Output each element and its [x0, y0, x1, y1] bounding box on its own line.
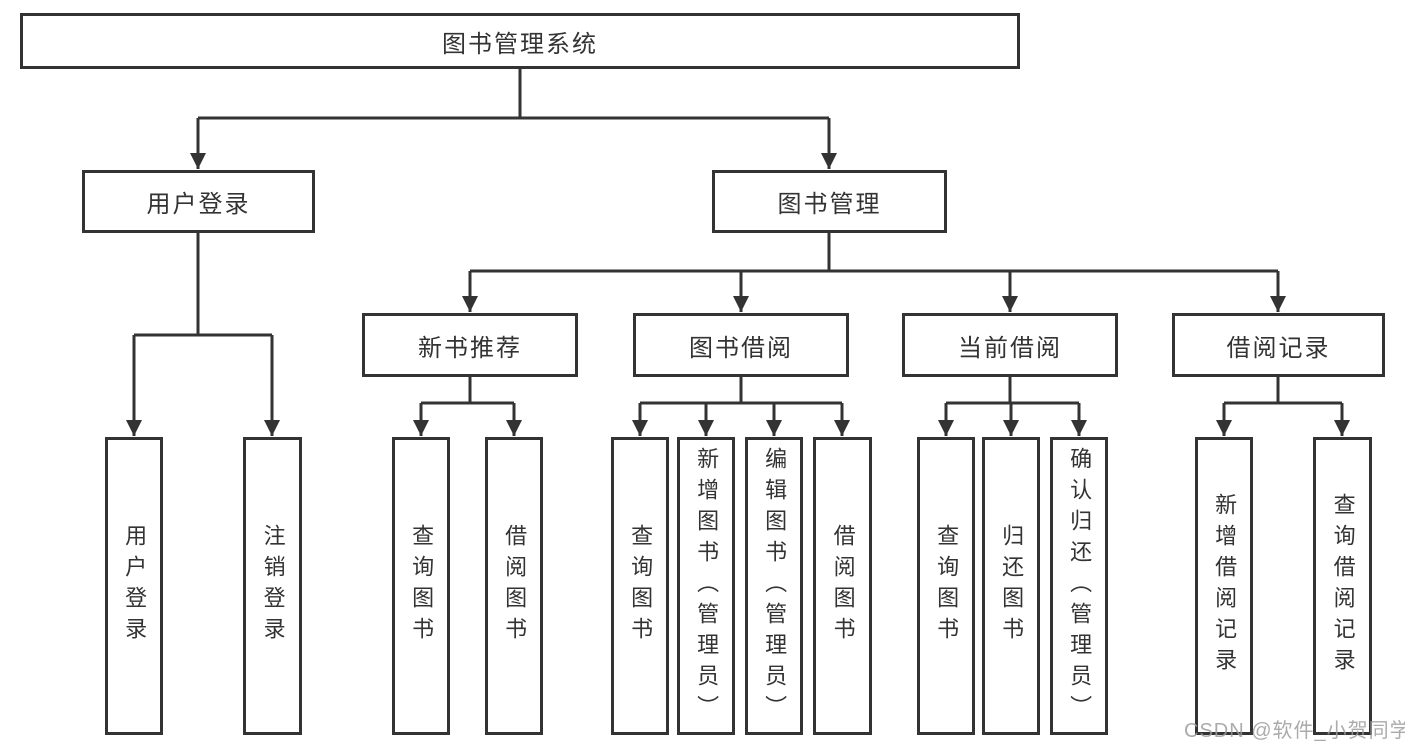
node-borrow-records: 借阅记录 — [1172, 313, 1385, 377]
leaf-return-book-label: 归还图书 — [999, 524, 1025, 648]
node-current-borrow: 当前借阅 — [902, 313, 1118, 377]
node-new-book-recommend-label: 新书推荐 — [418, 334, 522, 362]
leaf-add-borrow-record: 新增借阅记录 — [1195, 437, 1253, 735]
leaf-query-book-3: 查询图书 — [917, 437, 975, 735]
leaf-query-book-2: 查询图书 — [611, 437, 669, 735]
leaf-return-book: 归还图书 — [982, 437, 1040, 735]
node-current-borrow-label: 当前借阅 — [958, 334, 1062, 362]
node-root-system: 图书管理系统 — [20, 13, 1020, 69]
node-book-borrow-label: 图书借阅 — [689, 334, 793, 362]
leaf-borrow-book-1: 借阅图书 — [485, 437, 543, 735]
connector-arrows — [126, 118, 1350, 436]
node-book-borrow: 图书借阅 — [633, 313, 849, 377]
leaf-confirm-return-admin-label: 确认归还（管理员） — [1067, 446, 1093, 726]
leaf-edit-book-admin-label: 编辑图书（管理员） — [762, 446, 788, 726]
leaf-edit-book-admin: 编辑图书（管理员） — [745, 437, 803, 735]
node-borrow-records-label: 借阅记录 — [1226, 334, 1331, 362]
connector-rails — [126, 69, 1350, 436]
leaf-add-book-admin-label: 新增图书（管理员） — [694, 446, 720, 726]
leaf-query-borrow-record-label: 查询借阅记录 — [1330, 493, 1356, 679]
leaf-borrow-book-2-label: 借阅图书 — [830, 524, 856, 648]
leaf-confirm-return-admin: 确认归还（管理员） — [1050, 437, 1108, 735]
rail-path — [134, 69, 1342, 405]
leaf-query-borrow-record: 查询借阅记录 — [1313, 437, 1372, 735]
leaf-user-login: 用户登录 — [105, 437, 163, 735]
node-new-book-recommend: 新书推荐 — [362, 313, 578, 377]
leaf-logout: 注销登录 — [243, 437, 302, 735]
leaf-add-borrow-record-label: 新增借阅记录 — [1212, 493, 1238, 679]
leaf-query-book-2-label: 查询图书 — [628, 524, 654, 648]
leaf-query-book-3-label: 查询图书 — [934, 524, 960, 648]
leaf-query-book-1-label: 查询图书 — [409, 524, 435, 648]
leaf-logout-label: 注销登录 — [260, 524, 286, 648]
node-user-login: 用户登录 — [82, 170, 315, 233]
leaf-borrow-book-2: 借阅图书 — [813, 437, 872, 735]
node-book-management: 图书管理 — [712, 170, 947, 233]
leaf-user-login-label: 用户登录 — [122, 524, 148, 648]
node-book-management-label: 图书管理 — [777, 191, 882, 218]
leaf-query-book-1: 查询图书 — [392, 437, 450, 735]
node-root-label: 图书管理系统 — [442, 30, 598, 58]
node-user-login-label: 用户登录 — [146, 191, 251, 218]
leaf-borrow-book-1-label: 借阅图书 — [502, 524, 528, 648]
leaf-add-book-admin: 新增图书（管理员） — [677, 437, 735, 735]
csdn-watermark: CSDN @软件_小贺同学 — [1184, 720, 1405, 742]
